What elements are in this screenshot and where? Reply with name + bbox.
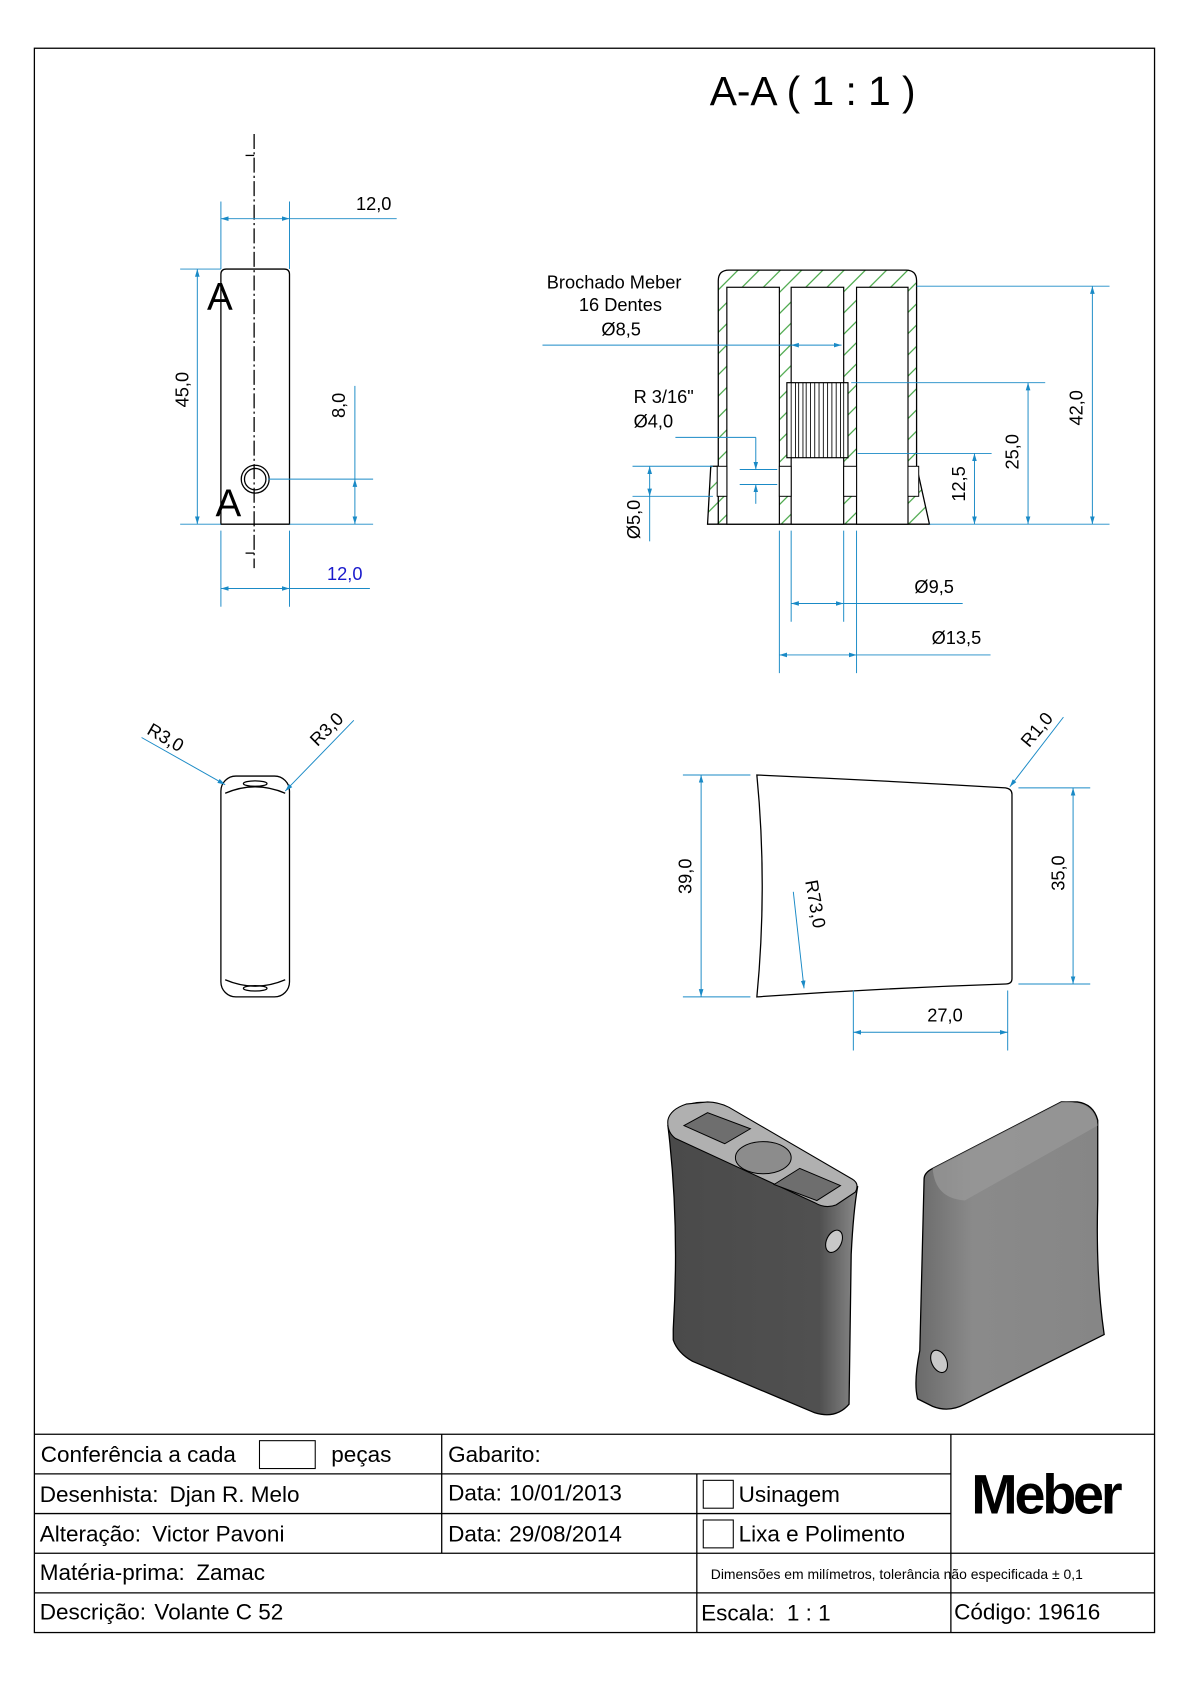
section-mark-top: A [207, 276, 233, 319]
data2-value: 29/08/2014 [509, 1521, 622, 1546]
conferencia-suffix: peças [331, 1442, 391, 1467]
dim-42: 42,0 [1067, 390, 1087, 425]
radius-73: R73,0 [801, 878, 829, 929]
thread-dia: Ø4,0 [634, 412, 674, 432]
codigo-label: Código: [954, 1600, 1032, 1625]
usinagem-label: Usinagem [739, 1482, 840, 1507]
hole-dia: Ø5,0 [624, 500, 644, 539]
dim-12-5: 12,5 [949, 466, 969, 501]
thread-label: R 3/16" [634, 387, 694, 407]
escala-value: 1 : 1 [787, 1601, 831, 1626]
descricao-value: Volante C 52 [154, 1600, 283, 1625]
broach-dia: Ø8,5 [601, 320, 641, 340]
data1-label: Data: [448, 1481, 502, 1506]
radius-right: R3,0 [306, 709, 347, 750]
materia-value: Zamac [196, 1560, 265, 1585]
data2-label: Data: [448, 1521, 502, 1546]
dim-25: 25,0 [1002, 434, 1022, 469]
isometric-render-open [667, 1101, 859, 1416]
meber-logo: Meber [971, 1464, 1122, 1526]
escala-label: Escala: [701, 1601, 775, 1626]
descricao-label: Descrição: [40, 1600, 146, 1625]
dim-39: 39,0 [675, 859, 695, 894]
lixa-checkbox[interactable] [702, 1519, 734, 1549]
codigo-value: 19616 [1038, 1600, 1101, 1625]
dim-height: 45,0 [173, 372, 193, 407]
tolerance-note: Dimensões em milímetros, tolerância não … [711, 1566, 1083, 1582]
section-view: Brochado Meber 16 Dentes Ø8,5 R 3/16" Ø4… [542, 269, 1110, 674]
dim-hole-height: 8,0 [329, 393, 349, 418]
sheet-border [33, 47, 1156, 1634]
gabarito-label: Gabarito: [448, 1442, 541, 1467]
desenhista-label: Desenhista: [40, 1482, 159, 1507]
lixa-label: Lixa e Polimento [739, 1521, 905, 1546]
radius-left: R3,0 [144, 719, 187, 756]
radius-corner: R1,0 [1017, 708, 1057, 750]
dim-dia-13-5: Ø13,5 [932, 628, 982, 648]
data1-value: 10/01/2013 [509, 1481, 622, 1506]
desenhista-value: Djan R. Melo [169, 1482, 299, 1507]
section-mark-bottom: A [216, 483, 242, 526]
conferencia-label: Conferência a cada [41, 1442, 237, 1467]
dim-width-bottom: 12,0 [327, 564, 362, 584]
broached-knurl [786, 382, 849, 459]
dim-dia-9-5: Ø9,5 [914, 577, 954, 597]
dim-27: 27,0 [927, 1006, 962, 1026]
top-view: R3,0 R3,0 [141, 709, 355, 998]
isometric-render-closed [915, 1101, 1105, 1410]
materia-label: Matéria-prima: [40, 1560, 185, 1585]
section-title: A-A ( 1 : 1 ) [710, 68, 916, 114]
title-block: Conferência a cada peças Gabarito: Desen… [34, 1433, 1155, 1633]
alteracao-label: Alteração: [40, 1521, 141, 1546]
alteracao-value: Victor Pavoni [152, 1521, 284, 1546]
usinagem-checkbox[interactable] [702, 1479, 734, 1509]
broach-label-2: 16 Dentes [579, 295, 662, 315]
dim-35: 35,0 [1049, 855, 1069, 890]
conferencia-input[interactable] [258, 1440, 316, 1470]
side-view: 39,0 35,0 R1,0 R73,0 27,0 [675, 708, 1091, 1051]
dim-width-top: 12,0 [356, 194, 391, 214]
front-view: A A 12,0 45,0 8,0 12,0 [173, 133, 397, 607]
broach-label-1: Brochado Meber [547, 272, 682, 292]
